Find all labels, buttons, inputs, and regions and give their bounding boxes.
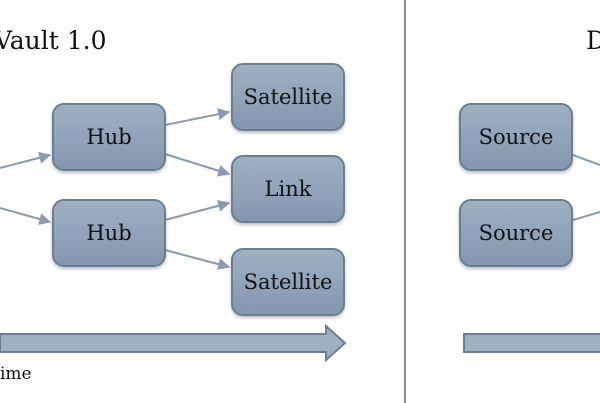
arrow-source-top-out [572, 154, 600, 166]
node-satellite-bottom: Satellite [231, 248, 345, 316]
node-link: Link [231, 155, 345, 223]
arrow-in-hub-top [0, 151, 52, 169]
panel-divider [404, 0, 406, 403]
arrow-hub-top-to-satellite-top [164, 108, 231, 126]
node-source-top: Source [459, 103, 573, 171]
left-diagram-title: Vault 1.0 [0, 26, 107, 55]
node-hub-bottom: Hub [52, 199, 166, 267]
arrow-source-bottom-out [572, 211, 600, 221]
node-source-bottom: Source [459, 199, 573, 267]
node-satellite-top: Satellite [231, 63, 345, 131]
arrow-in-hub-bottom [0, 207, 52, 225]
node-hub-top: Hub [52, 103, 166, 171]
time-axis-arrow [0, 323, 347, 363]
right-time-axis-bar [463, 333, 600, 353]
arrow-hub-bottom-to-link [164, 199, 231, 221]
right-diagram-title: D [586, 26, 600, 55]
arrow-hub-top-to-link [164, 153, 231, 177]
arrow-hub-bottom-to-satellite-bottom [164, 249, 231, 271]
time-axis-label: ime [0, 364, 32, 384]
